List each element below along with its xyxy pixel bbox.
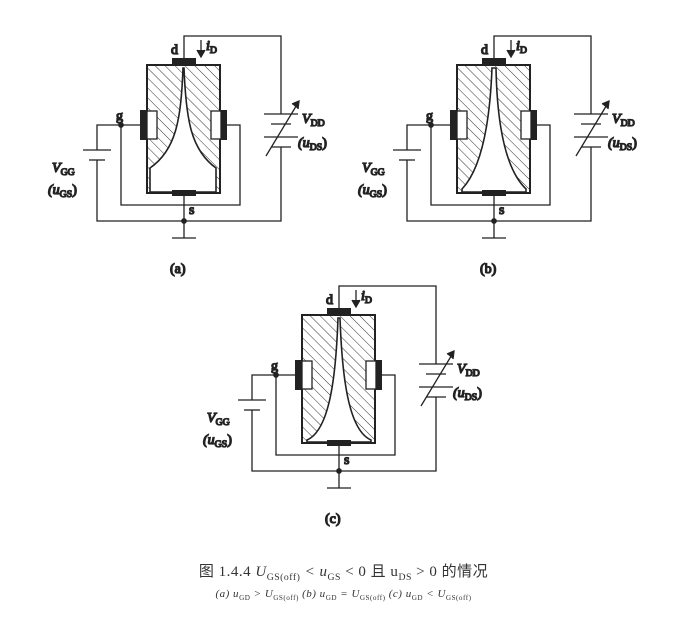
jfet-circuit-a: d s g iD VDD (uDS) VGG (uGS) (a) (47, 35, 328, 278)
bottom-wire (406, 147, 592, 222)
drain-contact (482, 58, 506, 64)
source-contact (327, 440, 351, 446)
variable-arrowhead (291, 99, 300, 110)
drain-wire (493, 35, 592, 114)
gate-tie-wire (430, 124, 551, 206)
variable-arrowhead (446, 349, 455, 360)
subfigure-label-a: (a) (170, 262, 186, 277)
gate-plate-left (140, 110, 146, 140)
gate-wire (406, 124, 450, 150)
source-contact (482, 190, 506, 196)
variable-arrow (575, 102, 609, 157)
drain-current-label: iD (516, 39, 527, 56)
gate-plate-right (221, 110, 227, 140)
gate-region-left (301, 360, 313, 390)
junction-dot (428, 122, 434, 128)
vdd-label: VDD (302, 112, 325, 129)
conductive-channel (306, 317, 372, 443)
uds-label: (uDS) (298, 136, 327, 153)
uds-label: (uDS) (608, 136, 637, 153)
junction-dot (181, 218, 187, 224)
gate-region-right (520, 110, 532, 140)
subfigure-label-b: (b) (480, 262, 497, 277)
drain-current-label: iD (206, 39, 217, 56)
vgg-label: VGG (207, 411, 230, 428)
vdd-label: VDD (612, 112, 635, 129)
drain-wire (338, 285, 437, 364)
current-arrowhead (506, 49, 516, 59)
ugs-label: (uGS) (203, 433, 232, 450)
jfet-circuit-b: d s g iD VDD (uDS) VGG (uGS) (b) (357, 35, 638, 278)
gate-plate-right (531, 110, 537, 140)
variable-arrow (265, 102, 299, 157)
conductive-channel (461, 67, 527, 193)
drain-wire (183, 35, 282, 114)
gate-region-left (456, 110, 468, 140)
variable-arrowhead (601, 99, 610, 110)
junction-dot (336, 468, 342, 474)
gate-wire (96, 124, 140, 150)
drain-label: d (326, 293, 333, 308)
jfet-circuit-c: d s g iD VDD (uDS) VGG (uGS) (c) (202, 285, 483, 528)
gate-region-right (365, 360, 377, 390)
current-arrowhead (196, 49, 206, 59)
gate-tie-wire (120, 124, 241, 206)
gate-plate-left (295, 360, 301, 390)
source-label: s (499, 203, 504, 218)
circuit-diagrams: d s g iD VDD (uDS) VGG (uGS) (a) d s g iD VDD (uDS) VGG… (47, 35, 638, 528)
drain-contact (172, 58, 196, 64)
figure-subcaption: (a) uGD > UGS(off) (b) uGD = UGS(off) (c… (215, 588, 472, 603)
vgg-label: VGG (362, 161, 385, 178)
gate-region-left (146, 110, 158, 140)
source-contact (172, 190, 196, 196)
source-label: s (189, 203, 194, 218)
subfigure-label-c: (c) (325, 512, 341, 527)
gate-plate-left (450, 110, 456, 140)
vgg-label: VGG (52, 161, 75, 178)
gate-label: g (426, 109, 433, 124)
gate-region-right (210, 110, 222, 140)
drain-contact (327, 308, 351, 314)
junction-dot (273, 372, 279, 378)
vdd-label: VDD (457, 362, 480, 379)
gate-wire (251, 374, 295, 400)
drain-current-label: iD (361, 289, 372, 306)
ugs-label: (uGS) (48, 183, 77, 200)
figure-title: 图 1.4.4 UGS(off) < uGS < 0 且 uDS > 0 的情况 (198, 564, 489, 583)
junction-dot (118, 122, 124, 128)
ugs-label: (uGS) (358, 183, 387, 200)
uds-label: (uDS) (453, 386, 482, 403)
source-label: s (344, 453, 349, 468)
drain-label: d (171, 43, 178, 58)
gate-label: g (271, 359, 278, 374)
current-arrowhead (351, 299, 361, 309)
junction-dot (491, 218, 497, 224)
bottom-wire (251, 397, 437, 472)
drain-label: d (481, 43, 488, 58)
gate-plate-right (376, 360, 382, 390)
gate-tie-wire (275, 374, 396, 456)
bottom-wire (96, 147, 282, 222)
conductive-channel (149, 67, 217, 193)
variable-arrow (420, 352, 454, 407)
gate-label: g (116, 109, 123, 124)
